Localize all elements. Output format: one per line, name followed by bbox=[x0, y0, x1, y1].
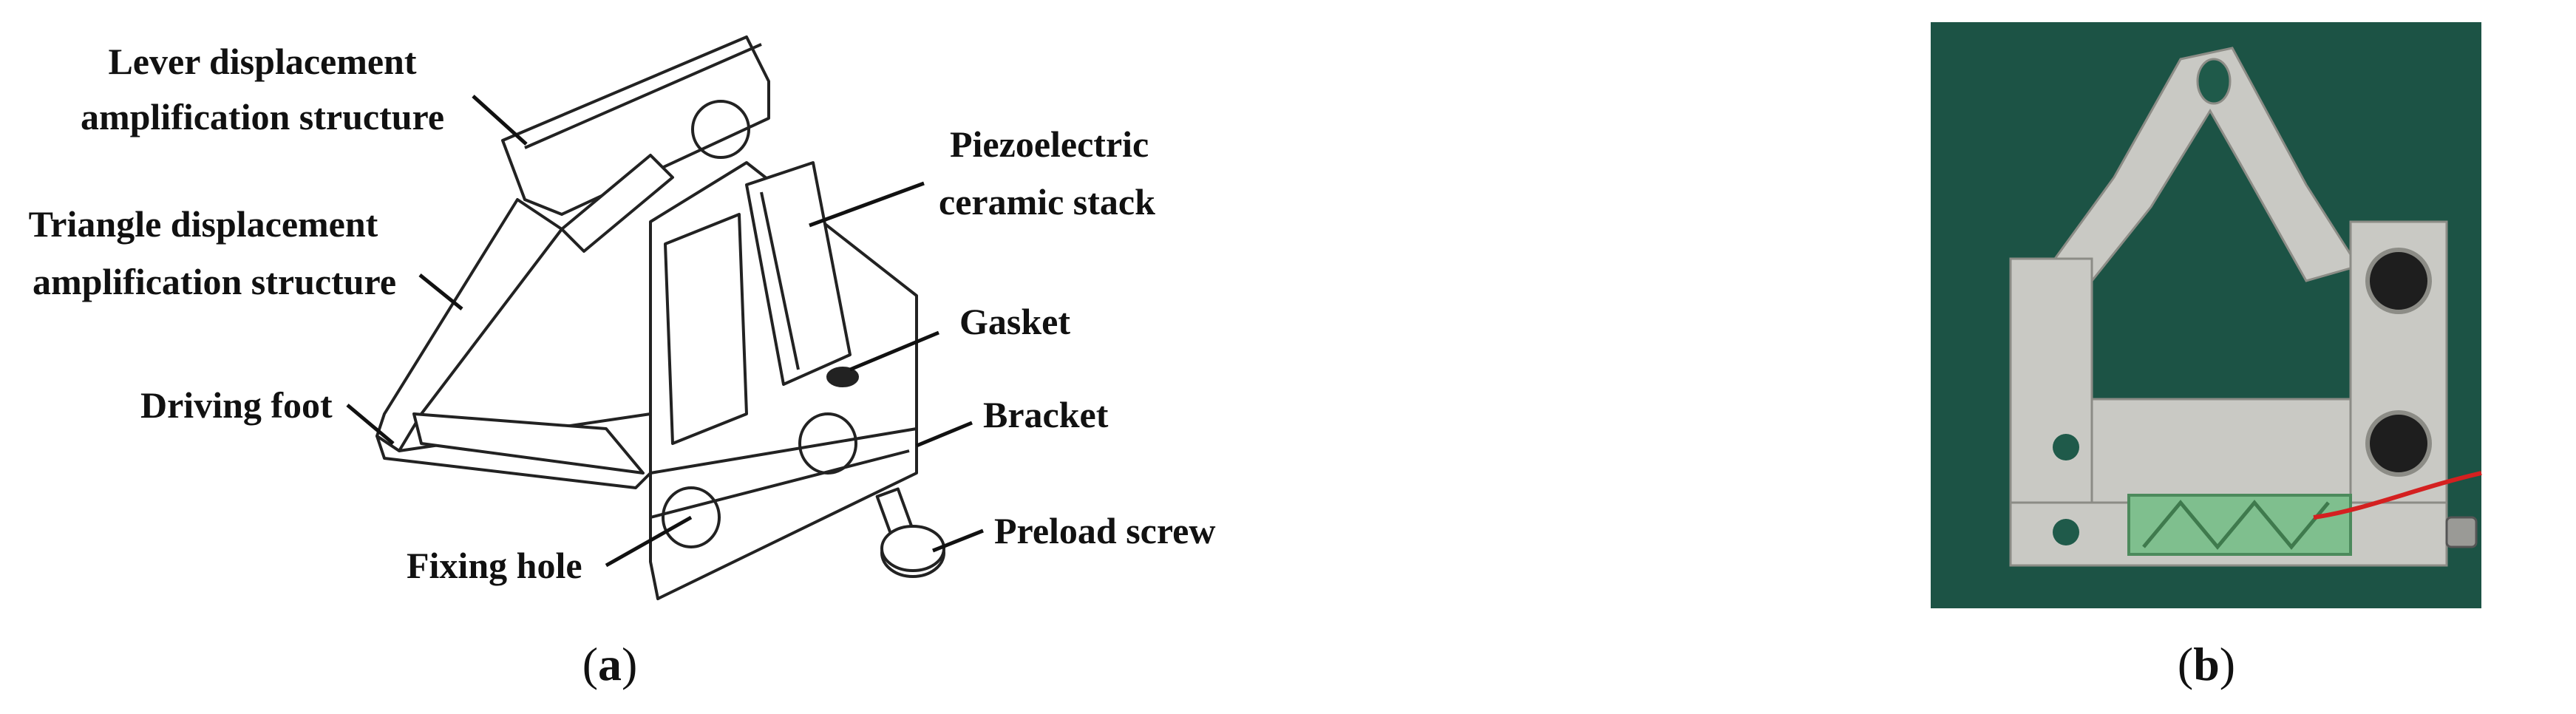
label-lever-line1: Lever displacement bbox=[108, 41, 416, 82]
aluminum-frame bbox=[2009, 47, 2448, 567]
label-triangle-line2: amplification structure bbox=[33, 261, 396, 302]
triangle-base bbox=[412, 412, 645, 475]
photo-hole-bottom bbox=[2365, 410, 2432, 477]
caption-a-letter: a bbox=[598, 638, 622, 690]
caption-b-letter: b bbox=[2193, 638, 2220, 690]
caption-a: (a) bbox=[582, 638, 638, 690]
leader-triangle bbox=[418, 273, 463, 310]
piezo-electrodes bbox=[2142, 500, 2330, 550]
triangle-arms-photo bbox=[2053, 47, 2360, 282]
gasket-shape bbox=[826, 367, 859, 387]
piezo-edge bbox=[760, 191, 800, 370]
panel-a-drawing bbox=[375, 35, 945, 600]
hinge-notch-1 bbox=[2053, 434, 2079, 460]
preload-screw-photo bbox=[2445, 516, 2478, 548]
leader-preload-screw bbox=[932, 528, 984, 553]
leader-piezo bbox=[809, 181, 925, 228]
red-wire bbox=[2313, 471, 2482, 520]
leader-lever bbox=[472, 95, 528, 146]
hinge-notch-2 bbox=[2053, 519, 2079, 545]
preload-screw-shape bbox=[875, 487, 945, 578]
leader-lines bbox=[346, 95, 984, 568]
photo-hole-top bbox=[2365, 248, 2432, 314]
leader-fixing-hole bbox=[605, 515, 693, 568]
lever-structure bbox=[501, 35, 770, 216]
label-triangle-line1: Triangle displacement bbox=[29, 203, 378, 245]
label-lever-line2: amplification structure bbox=[81, 96, 444, 137]
bracket-front-plate bbox=[649, 427, 918, 600]
caption-b: (b) bbox=[2178, 638, 2235, 690]
label-gasket: Gasket bbox=[959, 301, 1070, 342]
label-piezo-line1: Piezoelectric bbox=[950, 123, 1149, 165]
bracket-hole bbox=[798, 412, 857, 475]
lever-hinge-hole bbox=[691, 100, 750, 159]
fixing-hole-shape bbox=[662, 486, 721, 548]
triangle-structure bbox=[375, 198, 563, 452]
leader-driving-foot bbox=[346, 404, 395, 445]
label-preload-screw: Preload screw bbox=[994, 510, 1215, 551]
lever-edge bbox=[524, 43, 762, 149]
label-driving-foot: Driving foot bbox=[140, 384, 333, 426]
leader-bracket bbox=[916, 421, 973, 448]
apex-notch bbox=[2196, 58, 2232, 105]
label-fixing-hole: Fixing hole bbox=[407, 545, 582, 586]
label-piezo-line2: ceramic stack bbox=[939, 181, 1155, 222]
bracket-edge bbox=[650, 449, 910, 519]
label-bracket: Bracket bbox=[983, 394, 1109, 435]
leader-gasket bbox=[849, 330, 939, 372]
piezo-stack bbox=[745, 161, 852, 386]
middle-bar-photo bbox=[2090, 398, 2352, 504]
inner-pocket bbox=[664, 213, 748, 445]
panel-b-photo bbox=[1931, 22, 2482, 608]
triangle-inner-wall bbox=[560, 154, 674, 253]
piezo-stack-photo bbox=[2127, 494, 2352, 556]
